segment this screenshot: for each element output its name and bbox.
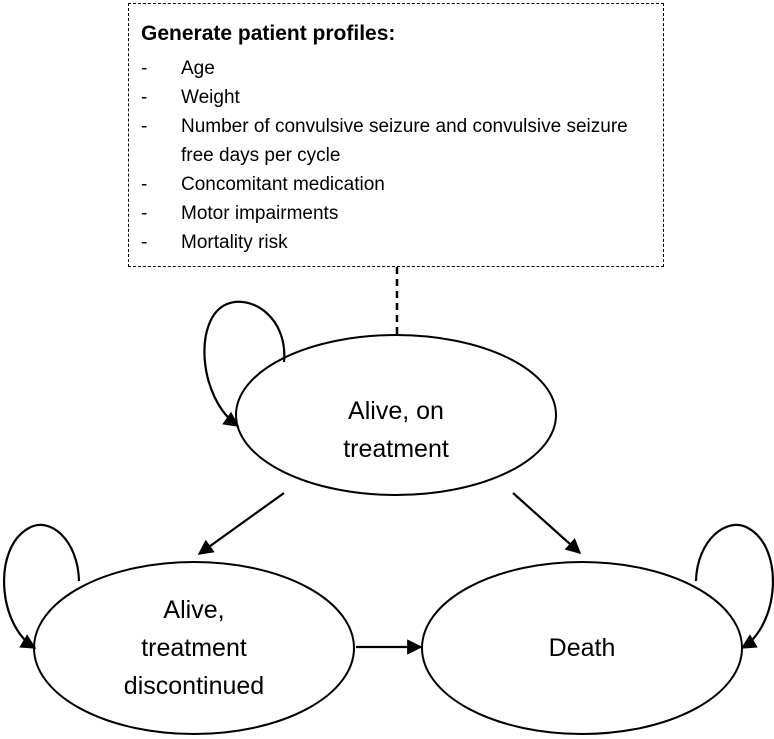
profile-item-label: Concomitant medication [181,174,385,195]
bullet-dash: - [141,116,148,137]
self-loop-death [694,523,774,649]
profile-list: - Age - Weight - Number of convulsive se… [129,54,663,257]
label-line: Death [548,634,616,662]
profile-item-label: Mortality risk [181,232,288,253]
transition-on-to-death [512,492,582,555]
label-line: Alive, on [348,397,444,425]
transition-on-to-discontinued [197,492,285,555]
profile-item: - Number of convulsive seizure and convu… [129,112,663,170]
patient-profile-box: Generate patient profiles: - Age - Weigh… [128,3,664,267]
profile-item-label: Number of convulsive seizure and convuls… [181,116,628,166]
bullet-dash: - [141,203,148,224]
label-line: treatment [141,634,247,662]
profile-item: - Motor impairments [129,199,663,228]
label-death: Death [549,629,616,667]
profile-title: Generate patient profiles: [141,22,396,45]
bullet-dash: - [141,87,148,108]
label-line: treatment [343,435,449,463]
label-line: discontinued [123,672,265,700]
profile-item: - Mortality risk [129,228,663,257]
bullet-dash: - [141,232,148,253]
self-loop-alive-on-treatment [203,300,286,427]
bullet-dash: - [141,58,148,79]
label-alive-discontinued: Alive, treatment discontinued [124,591,264,705]
profile-item-label: Weight [181,87,240,108]
bullet-dash: - [141,174,148,195]
label-alive-on-treatment: Alive, on treatment [343,392,449,468]
profile-item-label: Age [181,58,215,79]
self-loop-alive-discontinued [2,523,81,649]
profile-item: - Concomitant medication [129,170,663,199]
profile-item: - Weight [129,83,663,112]
label-line: Alive, [163,596,225,624]
profile-item: - Age [129,54,663,83]
profile-item-label: Motor impairments [181,203,339,224]
